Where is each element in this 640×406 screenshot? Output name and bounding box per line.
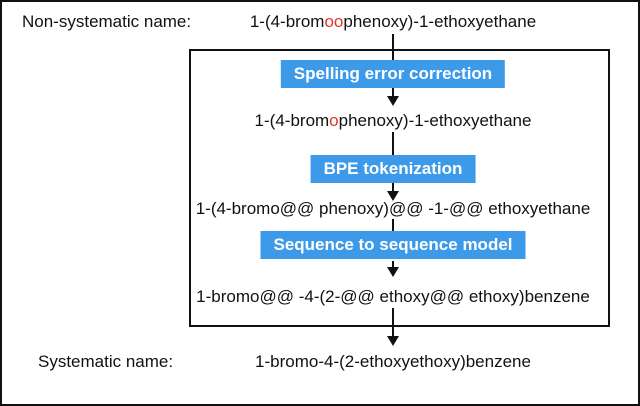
connector-line [392,219,394,231]
name-part-pre: 1-(4-brom [254,111,330,130]
connector-line [392,308,394,337]
non-systematic-name-label: Non-systematic name: [22,12,192,31]
step-box-spelling-error-correction: Spelling error correction [280,60,506,88]
connector-line [392,88,394,97]
non-systematic-name-value: 1-(4-bromoophenoxy)-1-ethoxyethane [250,12,536,32]
name-part-post: phenoxy)-1-ethoxyethane [338,111,532,130]
step-box-sequence-to-sequence-model: Sequence to sequence model [260,231,526,259]
connector-line [392,34,394,60]
connector-line [392,183,394,192]
step-box-bpe-tokenization: BPE tokenization [310,155,476,183]
arrow-down-icon [387,191,399,201]
step2-output-value: 1-(4-bromo@@ phenoxy)@@ -1-@@ ethoxyetha… [195,199,591,218]
spelling-error-highlight: oo [324,12,344,31]
name-part-pre: 1-(4-brom [249,12,325,31]
pipeline-box [189,49,610,327]
systematic-name-value: 1-bromo-4-(2-ethoxyethoxy)benzene [255,352,531,371]
corrected-letter-highlight: o [329,111,339,130]
systematic-name-label: Systematic name: [38,352,174,371]
step1-output-value: 1-(4-bromophenoxy)-1-ethoxyethane [255,111,532,131]
arrow-down-icon [387,96,399,106]
arrow-down-icon [387,267,399,277]
connector-line [392,261,394,268]
connector-line [392,132,394,155]
name-part-post: phenoxy)-1-ethoxyethane [343,12,537,31]
step3-output-value: 1-bromo@@ -4-(2-@@ ethoxy@@ ethoxy)benze… [196,287,590,306]
arrow-down-icon [387,336,399,346]
